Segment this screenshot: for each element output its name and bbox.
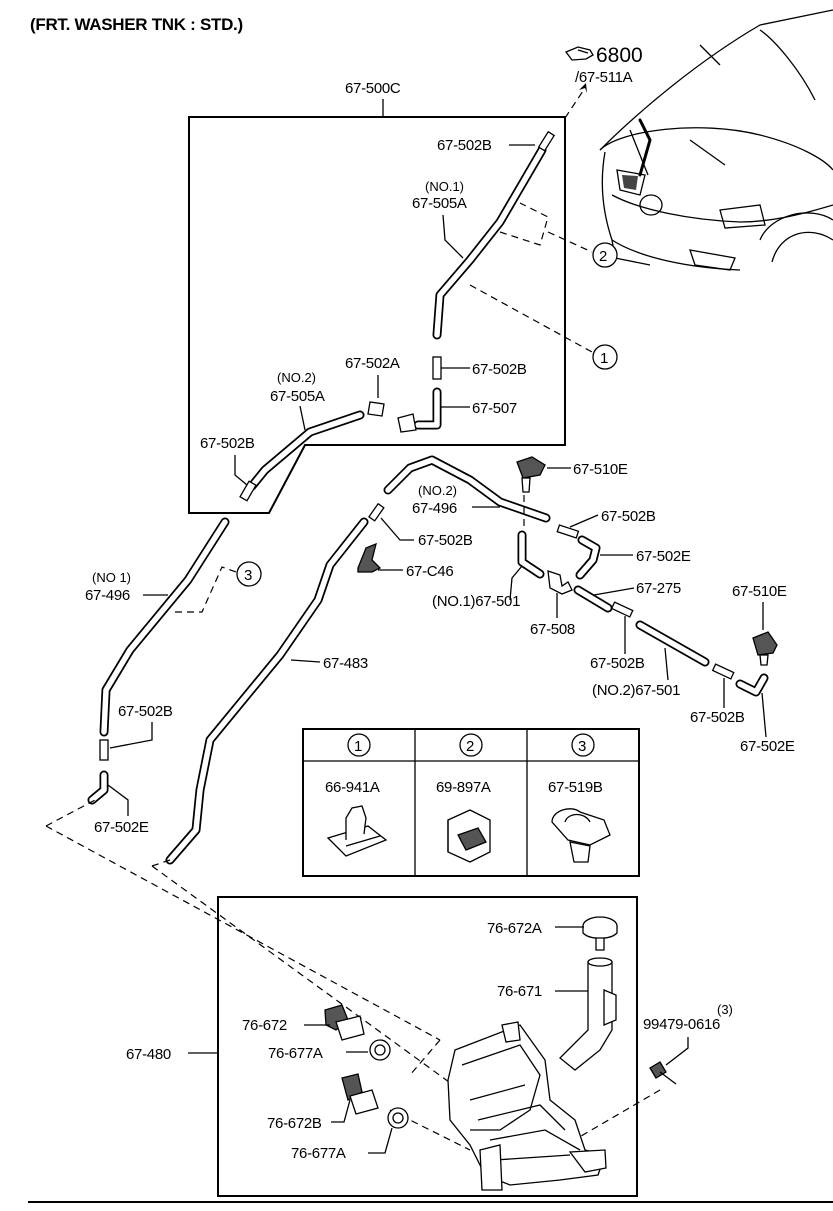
- hose-no2-67-501: [635, 620, 710, 667]
- callout-3: 3: [236, 561, 262, 587]
- joint-67-502b-right3: [711, 663, 735, 680]
- grommet-76-677a-2: [387, 1107, 409, 1129]
- ref-sub-label: /67-511A: [575, 69, 633, 86]
- washer-tank-67-480: [447, 1021, 607, 1191]
- grommet-76-677a-1: [369, 1039, 391, 1061]
- callout-1: 1: [592, 344, 618, 370]
- label-67-c46: 67-C46: [406, 563, 453, 580]
- label-67-505a-no2: 67-505A: [270, 388, 325, 405]
- label-67-502e-1: 67-502E: [636, 548, 691, 565]
- bolt-99479-0616: [649, 1061, 677, 1085]
- label-67-275: 67-275: [636, 580, 681, 597]
- label-67-502b-leftlow: 67-502B: [118, 703, 173, 720]
- label-no2-tag-box: (NO.2): [277, 370, 316, 385]
- nozzle-67-510e-right: [752, 631, 778, 666]
- callout-1-label: 1: [600, 350, 608, 367]
- label-no2-tag-mid: (NO.2): [418, 483, 457, 498]
- hose-no1-67-501: [517, 530, 545, 579]
- parts-legend-table: 1 2 3 66-941A 69-897A 67-519B: [302, 728, 640, 877]
- svg-text:2: 2: [466, 738, 474, 755]
- clip-67-c46: [357, 542, 382, 573]
- joint-67-502b-left: [239, 480, 257, 502]
- legend-part-66-941a: 66-941A: [325, 779, 380, 796]
- legend-header-3: 3: [571, 733, 595, 757]
- nozzle-67-510e-top: [516, 456, 546, 493]
- cap-76-672a: [582, 916, 618, 951]
- hose-67-502e-1: [575, 535, 601, 580]
- label-67-483: 67-483: [323, 655, 368, 672]
- label-67-502e-2: 67-502E: [740, 738, 795, 755]
- assy-67-500c-frame: [188, 116, 566, 514]
- label-67-496-no1: 67-496: [85, 587, 130, 604]
- ref-main-label: 6800: [596, 44, 643, 67]
- hose-no1-67-505a: [432, 145, 547, 340]
- callout-3-label: 3: [244, 567, 252, 584]
- callout-2-label: 2: [599, 248, 607, 265]
- legend-part-67-519b: 67-519B: [548, 779, 603, 796]
- clip-69-897a-icon: [447, 809, 491, 863]
- joint-67-502b-mid: [432, 356, 442, 380]
- pump-76-672b: [341, 1073, 379, 1115]
- label-67-501-no1: (NO.1)67-501: [432, 593, 520, 610]
- ref-group: 6800 /67-511A: [564, 44, 643, 119]
- label-67-502b-center: 67-502B: [418, 532, 473, 549]
- label-no1-tag: (NO.1): [425, 179, 464, 194]
- callout-2: 2: [592, 242, 618, 268]
- label-bolt-qty: (3): [717, 1002, 733, 1017]
- joint-67-502a: [367, 401, 385, 417]
- label-99479-0616: 99479-0616: [643, 1016, 720, 1033]
- label-67-510e-right: 67-510E: [732, 583, 787, 600]
- label-67-502e-left: 67-502E: [94, 819, 149, 836]
- tank-assy-frame: [217, 896, 638, 1197]
- label-76-677a-2: 76-677A: [291, 1145, 346, 1162]
- joint-67-502b-right1: [556, 524, 580, 539]
- pump-76-672: [324, 1004, 365, 1041]
- legend-header-1: 1: [347, 733, 371, 757]
- label-76-677a-1: 76-677A: [268, 1045, 323, 1062]
- label-76-672: 76-672: [242, 1017, 287, 1034]
- clip-66-941a-icon: [326, 805, 388, 857]
- pipe-67-507: [397, 387, 442, 433]
- hose-no2-67-505a: [247, 410, 365, 491]
- label-67-508: 67-508: [530, 621, 575, 638]
- clip-67-519b-icon: [551, 808, 611, 863]
- label-67-502b-right1: 67-502B: [601, 508, 656, 525]
- filler-neck-76-671: [559, 957, 617, 1071]
- label-67-502b-right2: 67-502B: [590, 655, 645, 672]
- label-67-502b-right3: 67-502B: [690, 709, 745, 726]
- pointing-hand-icon: [564, 46, 594, 61]
- diagram-title: (FRT. WASHER TNK : STD.): [30, 15, 243, 34]
- label-67-510e-top: 67-510E: [573, 461, 628, 478]
- assy-67-500c-label: 67-500C: [345, 80, 401, 97]
- label-67-501-no2: (NO.2)67-501: [592, 682, 680, 699]
- hose-no1-67-496: [99, 517, 230, 737]
- legend-header-2: 2: [459, 733, 483, 757]
- svg-text:3: 3: [578, 738, 586, 755]
- label-no1-tag-left: (NO 1): [92, 570, 131, 585]
- joint-67-508: [547, 570, 573, 595]
- label-67-507: 67-507: [472, 400, 517, 417]
- joint-67-502b-right2: [610, 601, 634, 618]
- label-67-480: 67-480: [126, 1046, 171, 1063]
- svg-text:1: 1: [354, 738, 362, 755]
- label-76-671: 76-671: [497, 983, 542, 1000]
- label-67-496-no2: 67-496: [412, 500, 457, 517]
- label-76-672b: 76-672B: [267, 1115, 322, 1132]
- label-67-505a-no1: 67-505A: [412, 195, 467, 212]
- legend-part-69-897a: 69-897A: [436, 779, 491, 796]
- hose-67-502e-left: [87, 770, 109, 805]
- hose-67-502e-2: [735, 673, 769, 697]
- hose-no2-67-496: [383, 455, 551, 523]
- hose-67-483: [165, 517, 369, 865]
- hose-67-275: [573, 585, 613, 613]
- joint-67-502b-leftlow: [99, 739, 109, 761]
- label-67-502a: 67-502A: [345, 355, 400, 372]
- label-67-502b-mid: 67-502B: [472, 361, 527, 378]
- label-76-672a: 76-672A: [487, 920, 542, 937]
- joint-67-502b-center: [368, 502, 385, 522]
- joint-67-502b-top: [537, 130, 556, 152]
- label-67-502b-left: 67-502B: [200, 435, 255, 452]
- label-67-502b-top: 67-502B: [437, 137, 492, 154]
